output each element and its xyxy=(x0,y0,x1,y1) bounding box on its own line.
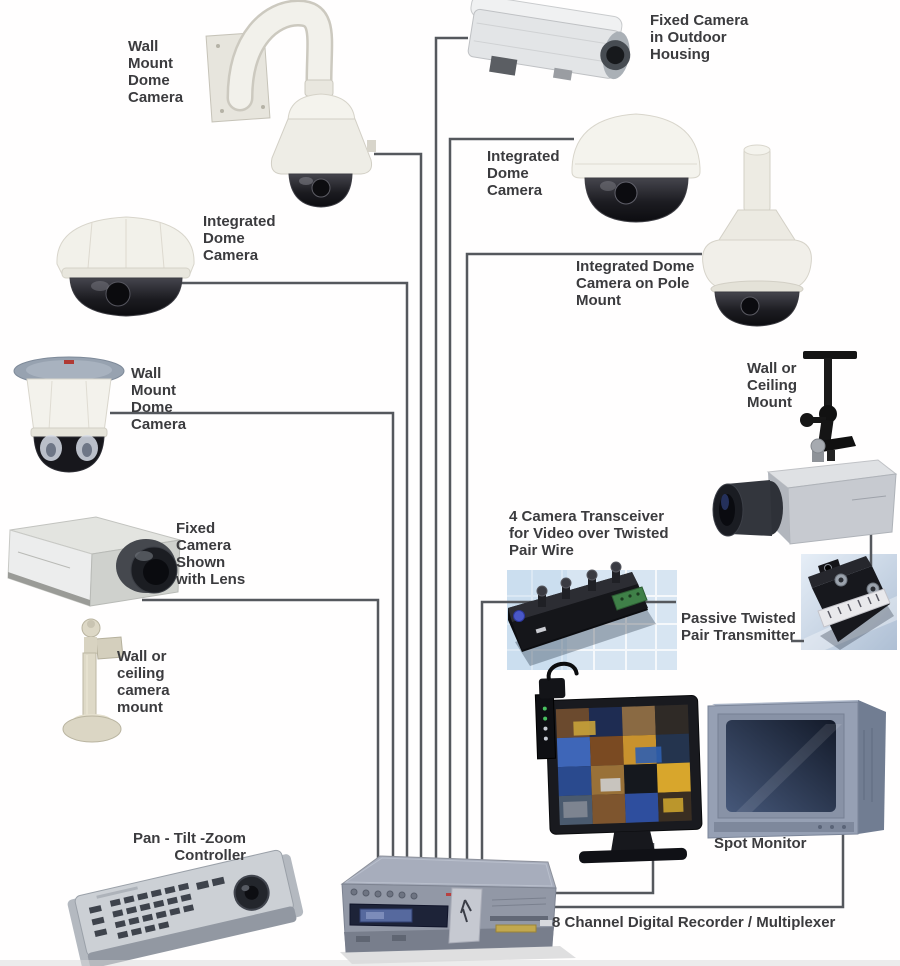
multiplex-monitor-image xyxy=(534,661,703,864)
wire-integrated-dome-left xyxy=(178,281,409,868)
fixed-camera-right-image xyxy=(712,438,898,545)
label-spot-monitor: Spot Monitor xyxy=(714,835,807,852)
wall-ceiling-mount-image xyxy=(800,351,857,461)
label-wall-mount-dome-top: Wall Mount Dome Camera xyxy=(128,38,184,106)
passive-transmitter-image xyxy=(808,556,894,650)
wall-mount-dome-camera-top-image xyxy=(205,0,376,208)
multiplex-screen xyxy=(555,704,692,826)
label-ptz-controller: Pan - Tilt -Zoom Controller xyxy=(132,830,246,864)
label-integrated-dome-left: Integrated Dome Camera xyxy=(203,213,276,264)
spot-monitor-image xyxy=(707,700,886,839)
fixed-outdoor-housing-camera-image xyxy=(467,0,631,81)
integrated-dome-camera-left-image xyxy=(56,216,195,317)
label-wall-mount-dome-left: Wall Mount Dome Camera xyxy=(131,365,187,433)
wire-integrated-dome-pole xyxy=(465,252,702,868)
integrated-dome-camera-pole-image xyxy=(702,144,812,327)
label-camera-transceiver: 4 Camera Transceiver for Video over Twis… xyxy=(509,508,669,559)
label-integrated-dome-center: Integrated Dome Camera xyxy=(487,148,560,199)
wire-wall-mount-dome-top xyxy=(374,152,423,868)
label-integrated-dome-pole: Integrated Dome Camera on Pole Mount xyxy=(576,258,695,309)
wire-fixed-outdoor xyxy=(434,36,468,868)
wall-ceiling-camera-mount-image xyxy=(62,618,124,743)
camera-transceiver-image xyxy=(508,561,656,666)
wire-spot-monitor xyxy=(550,830,845,909)
bottom-edge xyxy=(0,960,900,966)
wire-integrated-dome-center xyxy=(448,137,574,868)
label-wall-or-ceiling-mount: Wall or Ceiling Mount xyxy=(747,360,798,411)
wire-wall-mount-dome-left xyxy=(110,411,395,868)
label-passive-transmitter: Passive Twisted Pair Transmitter xyxy=(681,610,796,644)
integrated-dome-camera-center-image xyxy=(571,113,701,223)
wires xyxy=(110,36,873,909)
label-fixed-camera-lens: Fixed Camera Shown with Lens xyxy=(176,520,246,588)
wire-fixed-camera-lens xyxy=(142,598,380,868)
fixed-camera-with-lens-image xyxy=(7,516,181,607)
digital-recorder-image xyxy=(340,855,576,964)
label-recorder: 8 Channel Digital Recorder / Multiplexer xyxy=(552,914,836,931)
wall-mount-dome-camera-left-image xyxy=(13,356,125,473)
ptz-controller-image xyxy=(67,849,304,966)
label-wall-ceiling-camera-mount: Wall or ceiling camera mount xyxy=(117,648,170,716)
label-fixed-outdoor-housing: Fixed Camera in Outdoor Housing xyxy=(650,12,749,63)
